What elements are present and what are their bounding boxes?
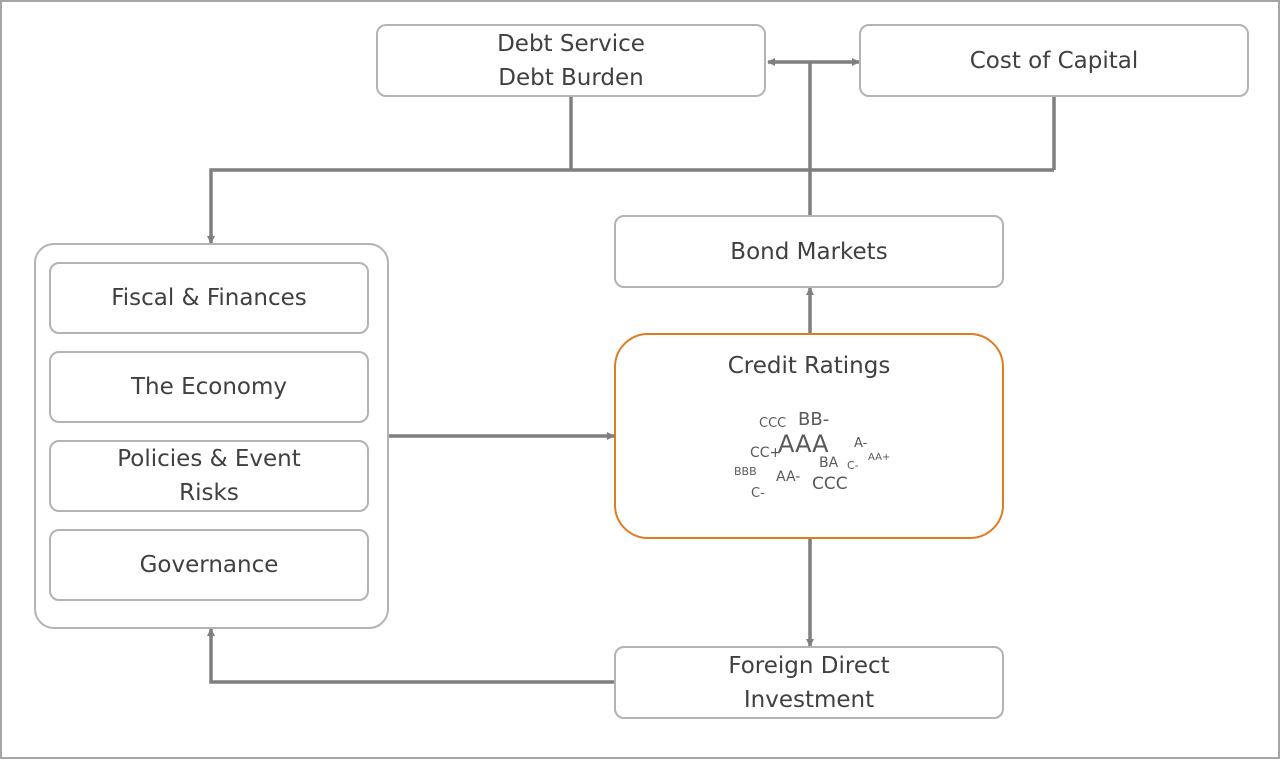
rating-c-minus-small: C-: [751, 486, 765, 501]
cost-of-capital-box: Cost of Capital: [859, 24, 1249, 97]
credit-ratings-title: Credit Ratings: [727, 353, 891, 379]
rating-ccc-large: CCC: [812, 474, 848, 494]
debt-service-box: Debt Service Debt Burden: [376, 24, 766, 97]
cost-of-capital-label: Cost of Capital: [969, 47, 1139, 74]
factor-fiscal-finances-label: Fiscal & Finances: [111, 285, 307, 311]
rating-a-minus: A-: [854, 436, 868, 451]
debt-service-label: Debt Service: [497, 30, 645, 57]
rating-bb-minus: BB-: [798, 409, 830, 430]
fdi-label-line1: Foreign Direct: [728, 652, 890, 679]
factor-policies-label-line1: Policies & Event: [117, 446, 301, 472]
factor-economy-label: The Economy: [130, 374, 287, 400]
debt-burden-label: Debt Burden: [498, 64, 644, 91]
factor-economy: The Economy: [49, 351, 369, 423]
bond-markets-box: Bond Markets: [614, 215, 1004, 288]
rating-ba: BA: [819, 455, 839, 471]
rating-bbb: BBB: [734, 465, 757, 478]
rating-aaa: AAA: [778, 430, 829, 458]
arrow-merge-to-factors: [207, 168, 1054, 244]
bond-markets-label: Bond Markets: [730, 238, 888, 265]
fdi-label-line2: Investment: [743, 686, 875, 713]
factor-policies-label-line2: Risks: [179, 480, 239, 506]
rating-c-minus: C-: [847, 459, 859, 472]
factor-governance-label: Governance: [139, 552, 279, 578]
factor-fiscal-finances: Fiscal & Finances: [49, 262, 369, 334]
factor-policies-event-risks: Policies & Event Risks: [49, 440, 369, 512]
factor-governance: Governance: [49, 529, 369, 601]
rating-cc-plus: CC+: [750, 445, 782, 461]
rating-aa-minus: AA-: [776, 469, 801, 485]
rating-aa-plus: AA+: [868, 452, 891, 463]
fdi-box: Foreign Direct Investment: [614, 646, 1004, 719]
rating-ccc: CCC: [759, 416, 787, 431]
arrow-fdi-to-factors: [207, 628, 614, 684]
credit-ratings-box: Credit Ratings CCC BB- CC+ AAA A- BA C- …: [614, 333, 1004, 539]
